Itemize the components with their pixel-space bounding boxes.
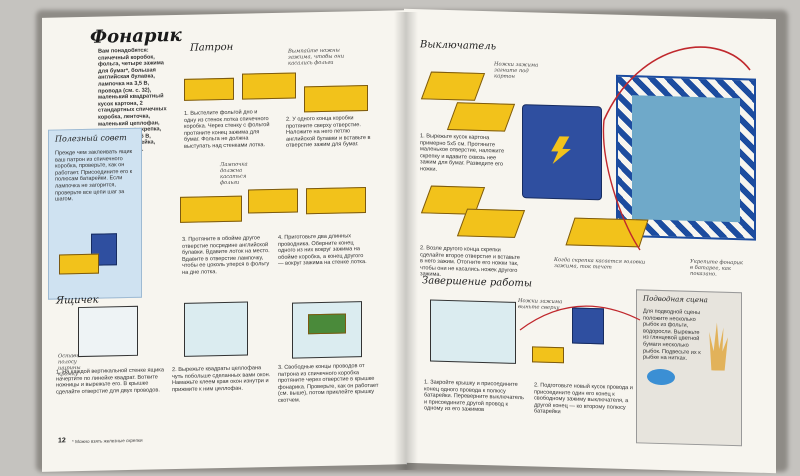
wire-top [603,46,751,121]
book-gutter [394,12,418,470]
wire-switch [602,119,641,251]
wire-finish [519,305,641,331]
